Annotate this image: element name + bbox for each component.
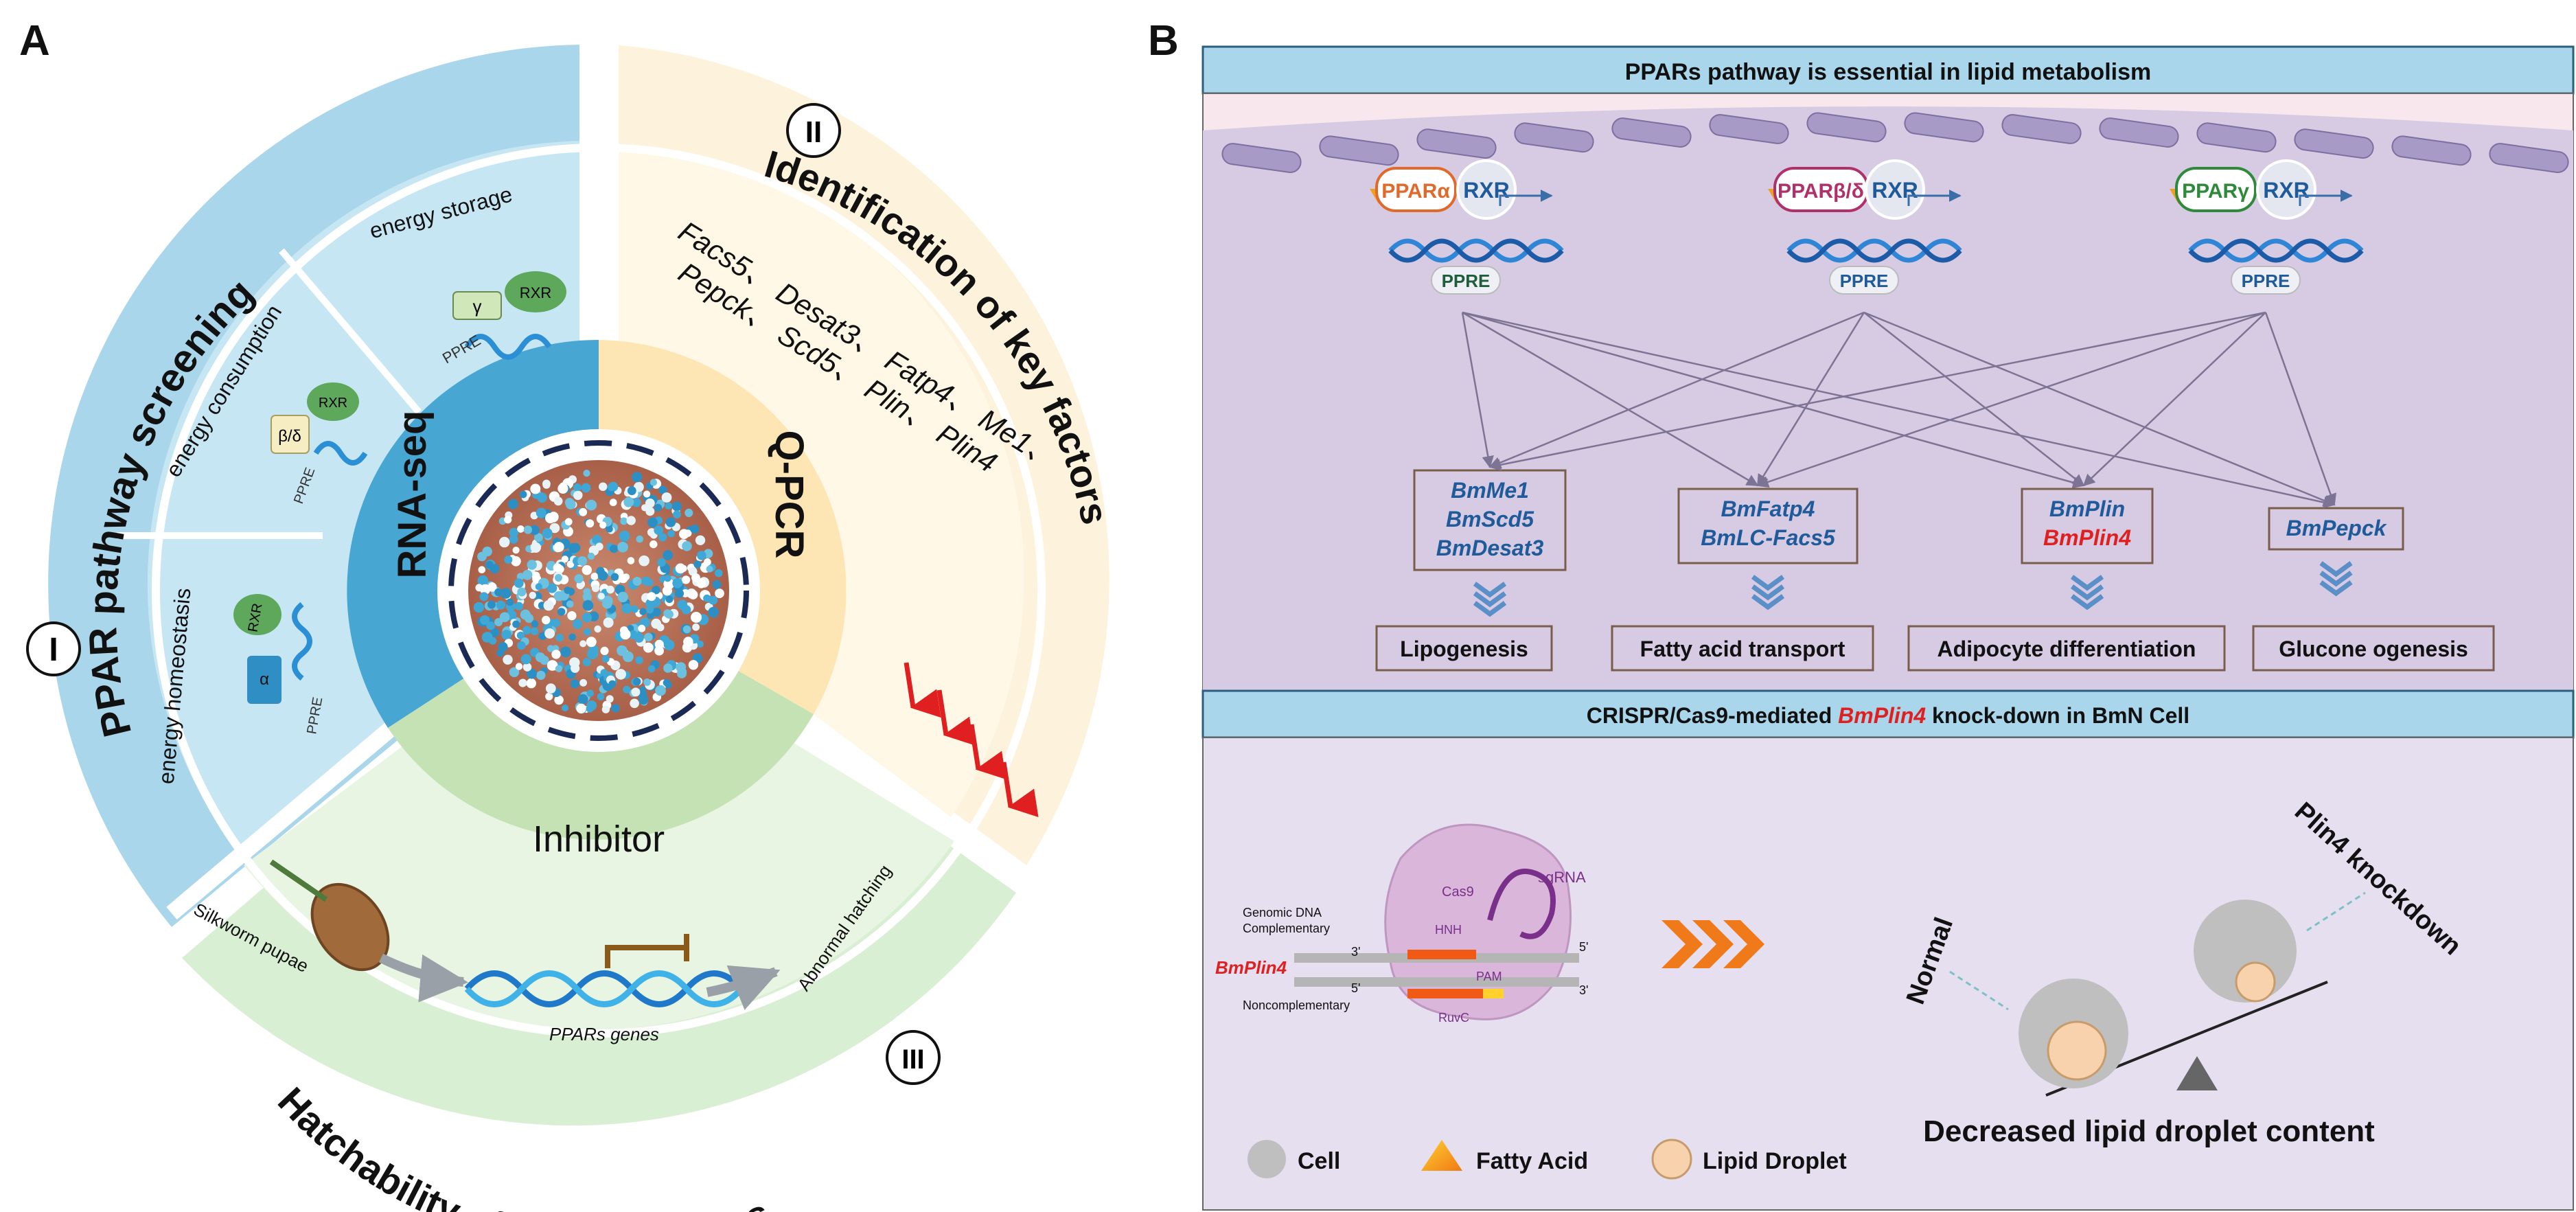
header-bottom-text: CRISPR/Cas9-mediated BmPlin4 knock-down …: [1587, 703, 2189, 728]
panel-b-label: B: [1148, 17, 1179, 65]
process-label: Lipogenesis: [1400, 637, 1528, 661]
crispr-cas9-cartoon: sgRNA Cas9 HNH RuvC PAM Genomic DNA Comp…: [1215, 823, 1588, 1025]
gene-name: BmDesat3: [1436, 536, 1544, 560]
gene-name: BmPlin: [2049, 496, 2125, 521]
process-box-1: Lipogenesis: [1375, 625, 1553, 672]
receptor-complex-2: PPARβ/δ RXR PPRE: [1768, 159, 1962, 295]
svg-text:3': 3': [1351, 945, 1360, 959]
svg-text:5': 5': [1351, 981, 1360, 995]
svg-text:I: I: [49, 632, 58, 668]
roman-2-badge: II: [786, 103, 841, 158]
svg-text:sgRNA: sgRNA: [1538, 869, 1586, 886]
svg-text:γ: γ: [473, 296, 482, 317]
svg-text:3': 3': [1579, 983, 1588, 997]
svg-text:II: II: [805, 115, 822, 149]
ppre-label-2: PPRE: [1840, 271, 1889, 291]
ppar-label-3: PPARγ: [2182, 180, 2249, 203]
pupae-arrow: [378, 953, 468, 1003]
alpha-rxr-cartoon: RXR α PPRE: [233, 594, 325, 735]
legend-fatty-acid-icon: [1421, 1140, 1462, 1171]
cell-dots: [473, 470, 724, 714]
panel-a-circle: PPAR pathway screening Identification of…: [26, 41, 1117, 1212]
rnaseq-label: RNA-seq: [390, 411, 435, 579]
legend: Cell Fatty Acid Lipid Droplet: [1247, 1139, 1847, 1180]
gene-name: BmFatp4: [1721, 496, 1815, 521]
down-arrows: [904, 662, 1039, 818]
ppar-label-1: PPARα: [1381, 180, 1450, 203]
svg-text:Noncomplementary: Noncomplementary: [1243, 998, 1350, 1012]
svg-text:RXR: RXR: [319, 396, 347, 411]
roman-3-badge: III: [886, 1030, 941, 1085]
ppre-label-3: PPRE: [2242, 271, 2290, 291]
process-box-3: Adipocyte differentiation: [1907, 625, 2226, 672]
cell-membrane: [1221, 112, 2569, 173]
chevron-arrows: [1661, 920, 1764, 968]
gene-name: BmLC-Facs5: [1701, 525, 1836, 550]
rxr-label-2: RXR: [1872, 178, 1918, 203]
receptor-complex-3: PPARγ RXR PPRE: [2170, 159, 2364, 295]
process-label: Fatty acid transport: [1640, 637, 1845, 661]
gene-name: BmPlin4: [2043, 525, 2131, 550]
balance-caption: Decreased lipid droplet content: [1923, 1114, 2375, 1148]
ppars-dna: PPARs genes: [464, 934, 744, 1044]
header-bottom: [1201, 689, 2575, 739]
panel-b: PPARs pathway is essential in lipid meta…: [1201, 45, 2575, 1211]
header-top: [1201, 45, 2575, 95]
panel-a-label: A: [19, 17, 50, 65]
process-label: Glucone ogenesis: [2279, 637, 2468, 661]
rxr-label-1: RXR: [1463, 178, 1510, 203]
legend-fatty-acid-label: Fatty Acid: [1476, 1148, 1588, 1174]
legend-lipid-droplet-label: Lipid Droplet: [1703, 1148, 1847, 1174]
svg-text:HNH: HNH: [1435, 923, 1462, 937]
svg-text:PPARs genes: PPARs genes: [549, 1024, 659, 1044]
svg-text:RXR: RXR: [520, 284, 551, 301]
legend-lipid-droplet-icon: [1651, 1139, 1692, 1180]
inhibitor-label: Inhibitor: [533, 819, 665, 860]
ppre-label-1: PPRE: [1442, 271, 1491, 291]
svg-text:Complementary: Complementary: [1243, 922, 1330, 935]
rxr-label-3: RXR: [2263, 178, 2310, 203]
svg-text:Cas9: Cas9: [1442, 884, 1474, 900]
gene-name: BmMe1: [1451, 478, 1529, 503]
hatching-arrow: [706, 965, 781, 1010]
receptor-complex-1: PPARα RXR PPRE: [1370, 159, 1564, 295]
cell-body: [1203, 106, 2573, 691]
process-label: Adipocyte differentiation: [1937, 637, 2196, 661]
legend-cell-icon: [1247, 1140, 1286, 1178]
svg-text:III: III: [901, 1044, 924, 1075]
ppar-label-2: PPARβ/δ: [1778, 180, 1864, 203]
svg-text:Genomic DNA: Genomic DNA: [1243, 906, 1322, 919]
regulation-arrows: [1461, 311, 2336, 509]
process-box-2: Fatty acid transport: [1611, 625, 1874, 672]
qpcr-label: Q-PCR: [767, 431, 812, 559]
gene-box-4: BmPepck: [2268, 507, 2404, 597]
header-top-text: PPARs pathway is essential in lipid meta…: [1625, 59, 2151, 85]
svg-text:RuvC: RuvC: [1438, 1011, 1469, 1025]
legend-cell-label: Cell: [1298, 1148, 1340, 1174]
process-box-4: Glucone ogenesis: [2252, 625, 2495, 672]
gene-name: BmScd5: [1446, 507, 1534, 531]
svg-text:PAM: PAM: [1476, 970, 1502, 983]
svg-text:BmPlin4: BmPlin4: [1215, 957, 1287, 978]
svg-text:5': 5': [1579, 940, 1588, 954]
roman-1-badge: I: [26, 621, 81, 676]
svg-text:α: α: [260, 670, 269, 689]
svg-text:β/δ: β/δ: [278, 427, 301, 446]
gene-name: BmPepck: [2286, 516, 2388, 540]
